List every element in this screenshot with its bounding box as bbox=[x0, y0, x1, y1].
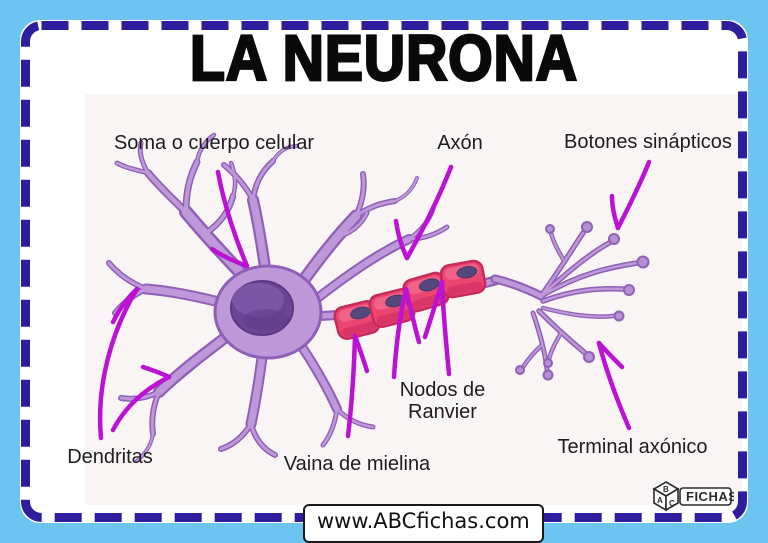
axon-terminal bbox=[495, 221, 650, 381]
arrow-axon bbox=[393, 164, 454, 261]
synaptic-bouton bbox=[583, 351, 595, 363]
arrow-nodos-right bbox=[422, 279, 452, 377]
label-botones-sinapticos: Botones sinápticos bbox=[564, 131, 732, 153]
svg-text:B: B bbox=[663, 485, 669, 494]
synaptic-bouton bbox=[545, 224, 555, 234]
synaptic-bouton bbox=[636, 255, 650, 269]
synaptic-bouton bbox=[608, 233, 620, 245]
synaptic-bouton bbox=[581, 221, 593, 233]
arrow-vaina bbox=[345, 333, 370, 439]
label-axon: Axón bbox=[437, 132, 483, 154]
synaptic-bouton bbox=[613, 310, 625, 322]
abc-cube-icon: B A C bbox=[652, 481, 680, 512]
arrow-dendritas-long bbox=[97, 286, 140, 441]
arrow-dendritas-short bbox=[110, 364, 172, 433]
label-terminal-axonico: Terminal axónico bbox=[557, 436, 708, 458]
synaptic-bouton bbox=[623, 284, 635, 296]
arrow-terminal bbox=[596, 340, 632, 431]
website-badge[interactable]: www.ABCfichas.com bbox=[303, 504, 544, 543]
synaptic-bouton bbox=[542, 369, 554, 381]
label-vaina-de-mielina: Vaina de mielina bbox=[283, 453, 431, 475]
abcfichas-logo: B A C FICHAS bbox=[652, 481, 734, 512]
svg-text:A: A bbox=[657, 496, 663, 505]
nucleus bbox=[230, 280, 294, 336]
synaptic-bouton bbox=[543, 358, 553, 368]
synaptic-bouton bbox=[515, 365, 525, 375]
arrow-nodos-left bbox=[391, 286, 422, 380]
arrow-soma bbox=[209, 169, 250, 269]
label-nodos-de-ranvier: Nodos de Ranvier bbox=[399, 379, 486, 423]
label-dendritas: Dendritas bbox=[67, 446, 153, 468]
logo-brand-text: FICHAS bbox=[686, 489, 734, 504]
svg-text:C: C bbox=[669, 499, 675, 508]
arrow-botones bbox=[609, 159, 652, 231]
label-soma: Soma o cuerpo celular bbox=[113, 132, 315, 154]
page-title: LA NEURONA bbox=[189, 22, 578, 96]
myelin-segment bbox=[439, 259, 487, 299]
